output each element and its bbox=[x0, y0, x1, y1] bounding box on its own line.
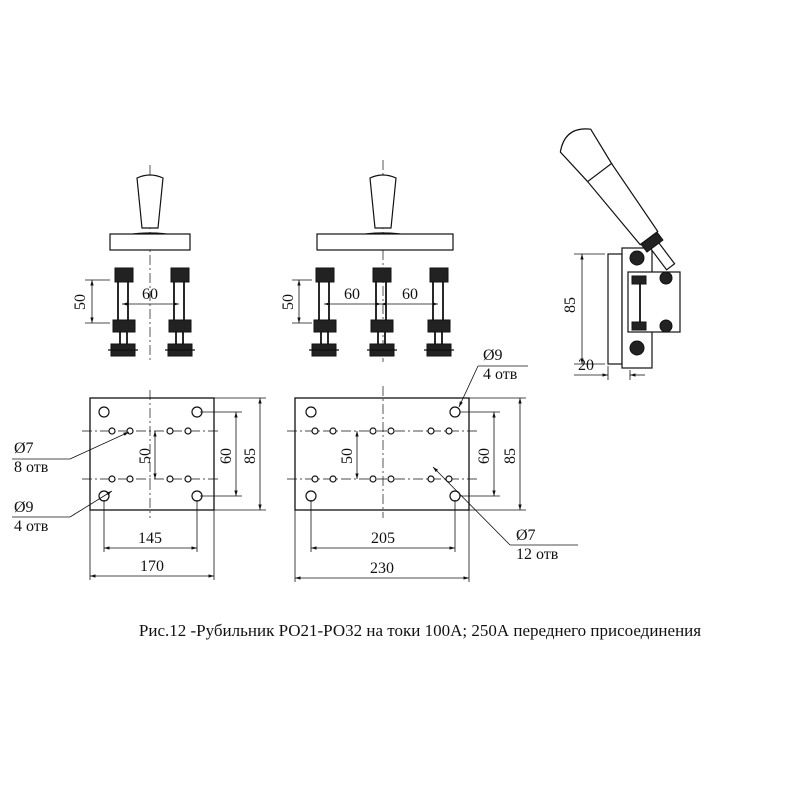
dim-small-spacing: 60 bbox=[142, 286, 158, 303]
contact-pole-3 bbox=[424, 267, 454, 357]
dim-side-height: 85 bbox=[562, 297, 579, 313]
hole-d9 bbox=[305, 406, 317, 418]
crossbar bbox=[109, 233, 191, 251]
crossbar-large bbox=[316, 233, 454, 251]
dim-large-height: 50 bbox=[280, 294, 297, 310]
contact-pole-2 bbox=[367, 267, 397, 357]
plate-small-big-hole-count: 4 отв bbox=[14, 518, 49, 535]
plate-large-big-hole-count: 4 отв bbox=[483, 366, 518, 383]
hole-d7 bbox=[387, 475, 395, 483]
plate-small-height-inner: 60 bbox=[218, 448, 235, 464]
hole-d7 bbox=[108, 475, 116, 483]
hole-d9 bbox=[98, 406, 110, 418]
plate-small-row-spacing: 50 bbox=[137, 448, 154, 464]
hole-d7 bbox=[184, 475, 192, 483]
plate-large-width: 230 bbox=[370, 560, 394, 577]
contact-pole-left bbox=[108, 267, 138, 357]
hole-d7 bbox=[369, 427, 377, 435]
hole-d7 bbox=[311, 427, 319, 435]
side-view-switch: 85 20 bbox=[559, 128, 681, 380]
plate-small-hole-spacing: 145 bbox=[138, 530, 162, 547]
switch-handle-large bbox=[369, 174, 397, 229]
plate-large-row-spacing: 50 bbox=[339, 448, 356, 464]
dim-small-height: 50 bbox=[72, 294, 89, 310]
hole-d7 bbox=[108, 427, 116, 435]
plate-large-height-inner: 60 bbox=[476, 448, 493, 464]
hole-d7 bbox=[387, 427, 395, 435]
plate-large-hole-spacing: 205 bbox=[371, 530, 395, 547]
hole-d7 bbox=[126, 427, 134, 435]
dim-large-spacing-1: 60 bbox=[344, 286, 360, 303]
plate-large-height-outer: 85 bbox=[502, 448, 519, 464]
hole-d7 bbox=[126, 475, 134, 483]
hole-d7 bbox=[329, 427, 337, 435]
plate-small-big-hole-dia: Ø9 bbox=[14, 499, 34, 516]
side-handle bbox=[559, 128, 676, 271]
hole-d7 bbox=[329, 475, 337, 483]
plate-small-small-hole-dia: Ø7 bbox=[14, 440, 34, 457]
dim-large-spacing-2: 60 bbox=[402, 286, 418, 303]
dim-side-depth: 20 bbox=[578, 357, 594, 374]
figure-caption: Рис.12 -Рубильник РО21-РО32 на токи 100А… bbox=[139, 621, 701, 640]
plate-small-width: 170 bbox=[140, 558, 164, 575]
hole-d7 bbox=[184, 427, 192, 435]
front-view-large-switch: 50 60 60 bbox=[280, 160, 454, 362]
side-base-plate bbox=[607, 253, 623, 365]
hole-d7 bbox=[445, 427, 453, 435]
hole-d7 bbox=[311, 475, 319, 483]
plate-small-height-outer: 85 bbox=[242, 448, 259, 464]
hole-d9 bbox=[449, 406, 461, 418]
hole-d7 bbox=[427, 427, 435, 435]
plate-large-big-hole-dia: Ø9 bbox=[483, 347, 503, 364]
contact-pole-right bbox=[165, 267, 195, 357]
contact-pole-1 bbox=[309, 267, 339, 357]
plate-large-small-hole-dia: Ø7 bbox=[516, 527, 536, 544]
plate-large-small-hole-count: 12 отв bbox=[516, 546, 559, 563]
hole-d7 bbox=[427, 475, 435, 483]
hole-d7 bbox=[369, 475, 377, 483]
front-view-small-switch: 50 60 bbox=[72, 165, 195, 362]
hole-d7 bbox=[166, 427, 174, 435]
switch-handle bbox=[136, 174, 164, 229]
mounting-plate-large: 50 60 85 205 230 Ø9 4 отв Ø7 12 отв bbox=[287, 347, 578, 582]
hole-d9 bbox=[305, 490, 317, 502]
hole-d7 bbox=[166, 475, 174, 483]
hole-d7 bbox=[445, 475, 453, 483]
plate-small-small-hole-count: 8 отв bbox=[14, 459, 49, 476]
mounting-plate-small: 50 60 85 145 170 Ø7 8 отв Ø9 4 отв bbox=[12, 390, 266, 580]
